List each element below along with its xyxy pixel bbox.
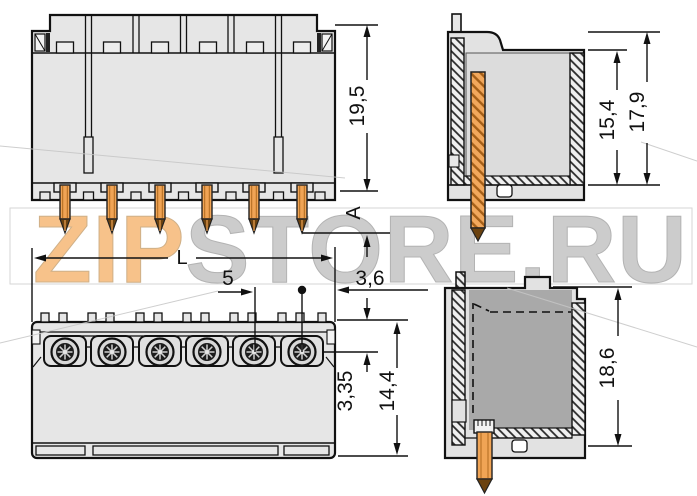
bottom-view xyxy=(30,312,337,460)
bottom-teeth xyxy=(39,191,326,201)
solder-pin-side xyxy=(469,71,487,243)
dim-pitch-label: 5 xyxy=(222,267,234,290)
dim-housing-height-label: 17,9 xyxy=(626,92,649,133)
solder-pin-section xyxy=(473,419,495,495)
watermark-box xyxy=(9,207,693,285)
front-view xyxy=(30,13,337,234)
dim-total-length-label: L xyxy=(176,247,187,269)
hidden-contour xyxy=(472,303,571,413)
latch-windows xyxy=(55,41,312,54)
dimension-labels: 19,5 A L 5 3,6 3,35 14,4 15,4 17,9 18,6 xyxy=(176,86,649,412)
top-teeth xyxy=(40,312,327,323)
dim-overall-height-label: 19,5 xyxy=(346,86,369,127)
dimension-lines xyxy=(31,24,660,457)
dim-total-height-label: 18,6 xyxy=(596,348,619,389)
dim-edge-to-pin-label: 3,6 xyxy=(355,267,384,290)
dimension-dot xyxy=(297,285,307,295)
dimension-arrows xyxy=(34,25,651,455)
dim-pin-length-label: A xyxy=(343,206,365,220)
dim-terminal-depth-label: 3,35 xyxy=(334,371,357,412)
watermark-suffix: STORE.RU xyxy=(185,196,687,303)
side-view-top xyxy=(446,13,586,243)
dim-inner-height-label: 15,4 xyxy=(596,99,619,140)
side-section-view xyxy=(443,271,587,495)
leader-lines xyxy=(0,141,697,348)
dim-body-depth-label: 14,4 xyxy=(376,370,399,411)
